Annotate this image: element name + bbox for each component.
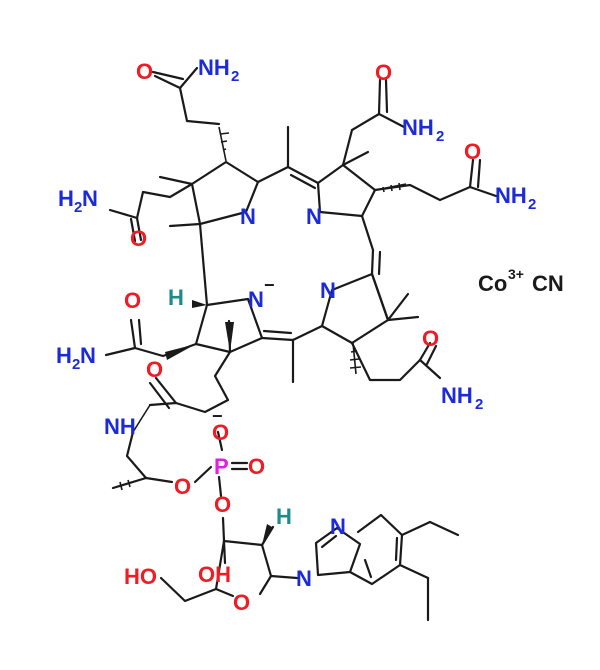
subscript: 2 [72,356,80,373]
oxygen-atom: O [130,226,147,251]
oxygen-atom: O [146,357,163,382]
nitrogen-amide: NH [198,55,230,80]
nitrogen-ring-d: N [248,287,264,312]
subscript: 2 [74,199,82,216]
oxygen-atom: O [248,454,265,479]
imidazole-ring [314,526,362,577]
subscript: 2 [436,128,444,145]
negative-charge: − [212,406,223,426]
cobalt-charge: 3+ [508,266,524,282]
hydrogen-atom: H [168,285,184,310]
negative-charge: − [264,275,275,295]
subscript: 2 [528,196,536,213]
subscript: 2 [475,396,483,413]
nitrogen-amide: NH [441,383,473,408]
nitrogen-amide: H [58,186,74,211]
oxygen-atom: O [212,420,229,445]
oxygen-atom: O [422,326,439,351]
ring-oxygen: O [233,590,250,615]
cobalt-element: Co [478,271,507,296]
hydroxyl-group: OH [198,562,231,587]
cyanide-ligand: CN [532,271,564,296]
nitrogen-amide: NH [104,414,136,439]
oxygen-atom: O [375,60,392,85]
oxygen-atom: O [464,139,481,164]
subscript: 2 [231,68,239,85]
cobalt-cyanide-label: Co 3+ CN [478,266,564,296]
nitrogen-ring-b: N [306,204,322,229]
stereo-bonds [112,126,407,545]
nitrogen-amide: NH [495,183,527,208]
nitrogen-atom: N [80,343,96,368]
oxygen-atom: O [124,288,141,313]
atom-labels: O NH 2 H 2 N O O NH 2 O NH 2 N N N N − H… [56,55,536,615]
ring-a [190,160,260,226]
oxygen-atom: O [174,474,191,499]
oxygen-atom: O [214,492,231,517]
bonds [104,66,498,622]
nitrogen-atom: N [296,566,312,591]
ring-c [320,272,390,345]
nitrogen-amide: NH [402,115,434,140]
oxygen-atom: O [136,59,153,84]
nitrogen-ring-a: N [240,204,256,229]
nitrogen-atom: N [82,186,98,211]
ring-d [194,297,264,354]
hydrogen-atom: H [276,504,292,529]
hydroxyl-group: HO [124,564,157,589]
ring-b [316,163,377,218]
phosphorus-atom: P [214,454,229,479]
nitrogen-ring-c: N [320,278,336,303]
nitrogen-amide: H [56,343,72,368]
nitrogen-atom: N [330,514,346,539]
